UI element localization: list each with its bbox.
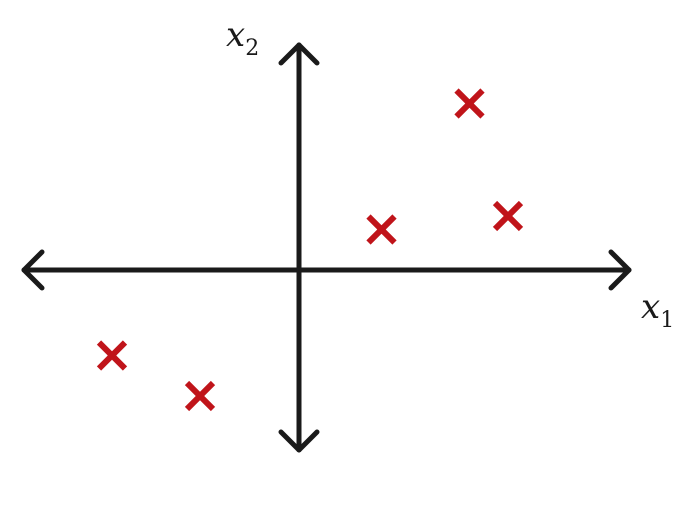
x2-axis-label-base: x	[226, 15, 245, 55]
x2-axis-label: x2	[226, 15, 259, 61]
marker-stroke	[366, 214, 397, 245]
y-axis	[278, 42, 320, 453]
data-point-marker	[492, 200, 524, 232]
data-point-marker	[184, 380, 216, 412]
marker-stroke	[454, 88, 485, 119]
x1-axis-label-subscript: 1	[660, 308, 674, 333]
data-point-marker	[366, 214, 397, 245]
x1-axis-label: x1	[641, 287, 674, 333]
x2-axis-label-subscript: 2	[245, 36, 259, 61]
x-axis	[21, 249, 632, 291]
x2-axis-bottom-arrowhead	[278, 429, 320, 453]
x1-axis-left-arrowhead	[21, 249, 45, 291]
marker-stroke	[184, 380, 216, 412]
data-point-marker	[454, 88, 485, 119]
data-points	[96, 88, 524, 412]
data-point-marker	[96, 340, 128, 371]
x1-axis-right-arrowhead	[608, 249, 632, 291]
marker-stroke	[492, 200, 524, 232]
x2-axis-top-arrowhead	[278, 42, 320, 66]
x1-axis-label-base: x	[641, 287, 660, 327]
marker-stroke	[96, 340, 128, 371]
